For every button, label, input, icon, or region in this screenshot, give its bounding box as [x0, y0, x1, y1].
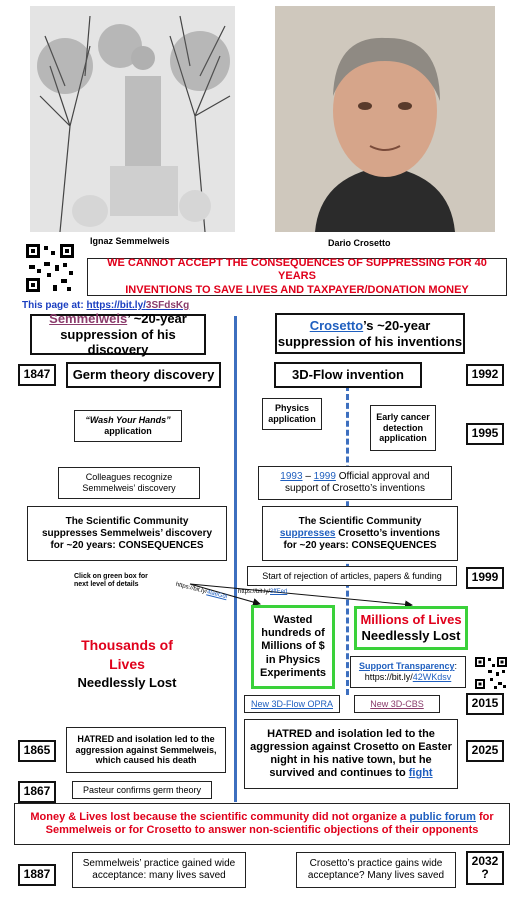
semmelweis-caption: Ignaz Semmelweis [90, 236, 170, 246]
year-1867: 1867 [18, 781, 56, 803]
millions-lives-green-box[interactable]: Millions of Lives Needlessly Lost [354, 606, 468, 650]
bottom-statement: Money & Lives lost because the scientifi… [14, 803, 510, 845]
wasted-millions-green-box[interactable]: Wasted hundreds of Millions of $ in Phys… [251, 605, 335, 689]
center-divider-line [234, 316, 237, 802]
headline-line1: WE CANNOT ACCEPT THE CONSEQUENCES OF SUP… [107, 257, 487, 283]
3d-flow-invention-box: 3D-Flow invention [274, 362, 422, 388]
crosetto-portrait-photo [275, 6, 495, 232]
semmelweis-header: Semmelweis’ ~20-year suppression of his … [30, 311, 206, 358]
arrow-to-millions [189, 583, 413, 609]
crosetto-caption: Dario Crosetto [328, 238, 391, 248]
headline-banner: WE CANNOT ACCEPT THE CONSEQUENCES OF SUP… [87, 257, 507, 296]
page-link-row: This page at: https://bit.ly/3SFdsKg [22, 300, 282, 311]
support-url[interactable]: https://bit.ly/42WKdsv [364, 672, 452, 682]
pasteur-box: Pasteur confirms germ theory [72, 781, 212, 799]
public-forum-link[interactable]: public forum [409, 810, 476, 823]
year-1999: 1999 [466, 567, 504, 589]
support-qr-icon[interactable] [474, 656, 508, 690]
semmelweis-name-link[interactable]: Semmelweis [49, 311, 128, 327]
year-2032: 2032? [466, 851, 504, 885]
approval-box: 1993 – 1999 Official approval and suppor… [258, 466, 452, 500]
rejection-box: Start of rejection of articles, papers &… [247, 566, 457, 586]
right-community-box: The Scientific Community suppresses Cros… [262, 506, 458, 561]
page-link-label: This page at: [22, 300, 84, 311]
suppresses-link[interactable]: suppresses [279, 527, 336, 539]
year-1887: 1887 [18, 864, 56, 886]
crosetto-header: Crosetto’s ~20-year suppression of his i… [275, 313, 465, 354]
semmelweis-header-line2: suppression of his discovery [60, 326, 176, 358]
cbs-link-box[interactable]: New 3D-CBS [354, 695, 440, 713]
left-hatred-box: HATRED and isolation led to the aggressi… [66, 727, 226, 773]
approval-1999-link[interactable]: 1999 [313, 471, 336, 482]
crosetto-header-line2: suppression of his inventions [277, 333, 463, 349]
opra-link-box[interactable]: New 3D-Flow OPRA [244, 695, 340, 713]
fight-link[interactable]: fight [408, 767, 433, 780]
arrow-to-wasted [189, 583, 261, 606]
right-hatred-box: HATRED and isolation led to the aggressi… [244, 719, 458, 789]
headline-line2: INVENTIONS TO SAVE LIVES AND TAXPAYER/DO… [125, 283, 469, 296]
approval-1993-link[interactable]: 1993 [280, 471, 303, 482]
thousands-lives-text: Thousands of Lives Needlessly Lost [77, 637, 177, 690]
year-1847: 1847 [18, 364, 56, 386]
year-2015: 2015 [466, 693, 504, 715]
year-2025: 2025 [466, 740, 504, 762]
page-link-url[interactable]: https://bit.ly/3SFdsKg [86, 300, 190, 311]
crosetto-name-link[interactable]: Crosetto [309, 317, 364, 333]
semmelweis-statue-photo [30, 6, 235, 232]
support-transparency-link[interactable]: Support Transparency [358, 661, 455, 672]
support-transparency-box: Support Transparency: https://bit.ly/42W… [350, 656, 466, 688]
wash-hands-box: “Wash Your Hands”application [74, 410, 182, 442]
germ-theory-box: Germ theory discovery [66, 362, 221, 388]
arrow-right-url[interactable]: https://bit.ly/3ffEed [238, 589, 288, 595]
qr-code-icon[interactable] [25, 243, 75, 293]
year-1995: 1995 [466, 423, 504, 445]
year-1992: 1992 [466, 364, 504, 386]
year-1865: 1865 [18, 740, 56, 762]
